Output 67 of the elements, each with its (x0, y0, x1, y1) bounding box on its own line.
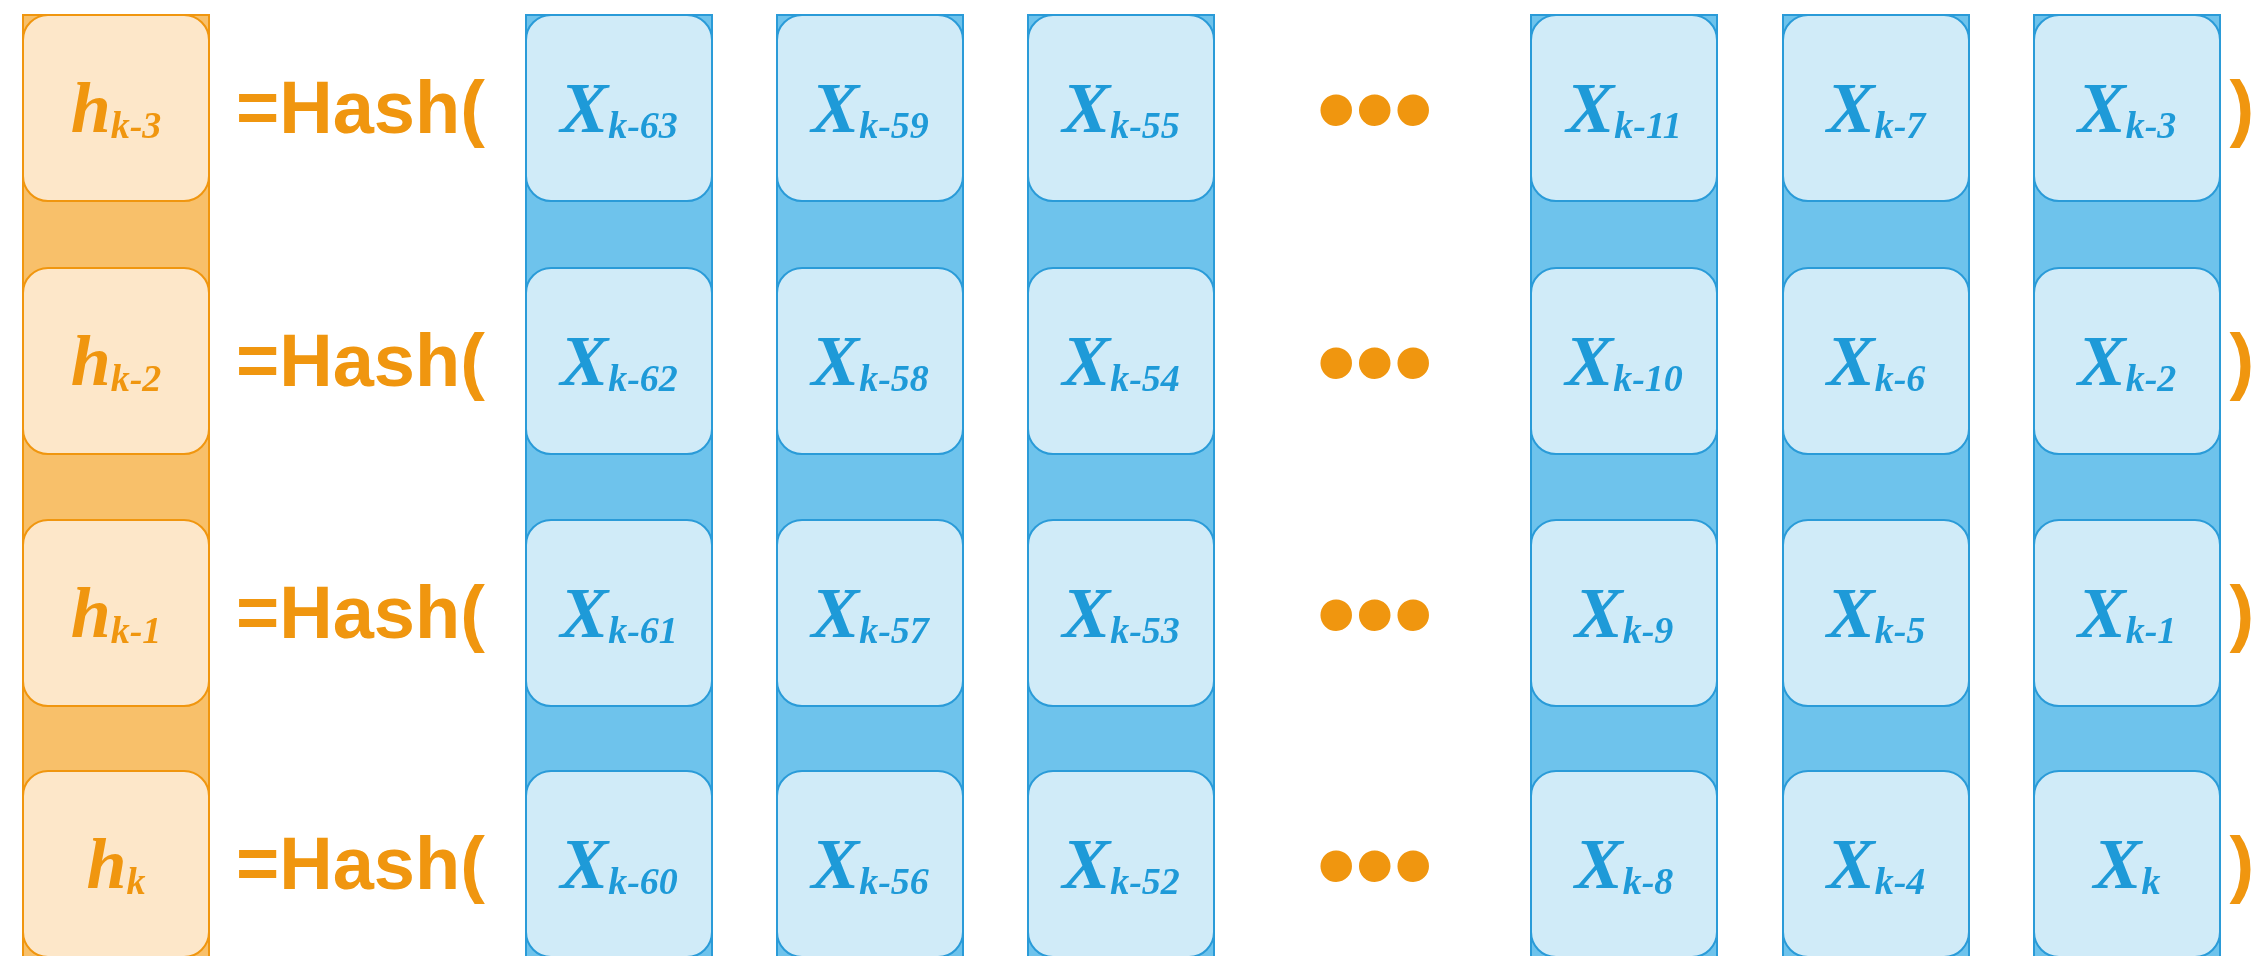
variable-box (525, 519, 713, 707)
variable-label: X$_{k-8}$ (1574, 822, 1674, 906)
variable-box (2033, 770, 2221, 956)
variable-box (1027, 14, 1215, 202)
variable-box (22, 770, 210, 956)
column-band (776, 14, 964, 956)
variable-box (1027, 267, 1215, 455)
variable-box (525, 267, 713, 455)
variable-box (776, 770, 964, 956)
ellipsis-dots: ••• (1317, 306, 1433, 416)
column-band (22, 14, 210, 956)
variable-label: X$_{k-10}$ (1565, 319, 1683, 403)
variable-label: h$_{k-2}$ (70, 319, 162, 403)
variable-label: X$_{k-54}$ (1062, 319, 1180, 403)
variable-box (1530, 267, 1718, 455)
variable-label: X$_{k-56}$ (811, 822, 929, 906)
variable-label: X$_{k-11}$ (1566, 66, 1682, 150)
variable-label: X$_{k-61}$ (560, 571, 678, 655)
variable-box (2033, 519, 2221, 707)
column-band (2033, 14, 2221, 956)
variable-label: X$_{k-6}$ (1826, 319, 1926, 403)
variable-label: X$_{k-52}$ (1062, 822, 1180, 906)
variable-label: X$_{k-2}$ (2077, 319, 2177, 403)
ellipsis-dots: ••• (1317, 53, 1433, 163)
variable-label: X$_{k-62}$ (560, 319, 678, 403)
variable-label: X$_{k-57}$ (811, 571, 929, 655)
variable-box (1530, 14, 1718, 202)
variable-box (776, 14, 964, 202)
column-band (1027, 14, 1215, 956)
variable-box (1782, 770, 1970, 956)
variable-label: X$_{k}$ (2093, 822, 2161, 906)
variable-box (776, 519, 964, 707)
variable-label: X$_{k-60}$ (560, 822, 678, 906)
variable-box (22, 519, 210, 707)
variable-box (525, 14, 713, 202)
ellipsis-dots: ••• (1317, 809, 1433, 919)
variable-box (1782, 519, 1970, 707)
variable-box (776, 267, 964, 455)
variable-box (525, 770, 713, 956)
variable-box (22, 14, 210, 202)
variable-box (1782, 14, 1970, 202)
variable-label: h$_{k-1}$ (70, 571, 162, 655)
variable-box (1027, 770, 1215, 956)
variable-label: X$_{k-1}$ (2077, 571, 2177, 655)
variable-label: X$_{k-5}$ (1826, 571, 1926, 655)
variable-label: h$_{k}$ (86, 822, 146, 906)
column-band (1782, 14, 1970, 956)
variable-box (1782, 267, 1970, 455)
variable-box (22, 267, 210, 455)
variable-label: X$_{k-3}$ (2077, 66, 2177, 150)
variable-box (2033, 267, 2221, 455)
variable-box (1530, 519, 1718, 707)
variable-box (1530, 770, 1718, 956)
variable-label: X$_{k-55}$ (1062, 66, 1180, 150)
ellipsis-dots: ••• (1317, 558, 1433, 668)
variable-label: X$_{k-4}$ (1826, 822, 1926, 906)
variable-label: X$_{k-53}$ (1062, 571, 1180, 655)
variable-label: X$_{k-7}$ (1826, 66, 1926, 150)
variable-label: h$_{k-3}$ (70, 66, 162, 150)
variable-label: X$_{k-59}$ (811, 66, 929, 150)
variable-label: X$_{k-63}$ (560, 66, 678, 150)
variable-label: X$_{k-9}$ (1574, 571, 1674, 655)
variable-box (2033, 14, 2221, 202)
variable-box (1027, 519, 1215, 707)
variable-label: X$_{k-58}$ (811, 319, 929, 403)
column-band (525, 14, 713, 956)
column-band (1530, 14, 1718, 956)
